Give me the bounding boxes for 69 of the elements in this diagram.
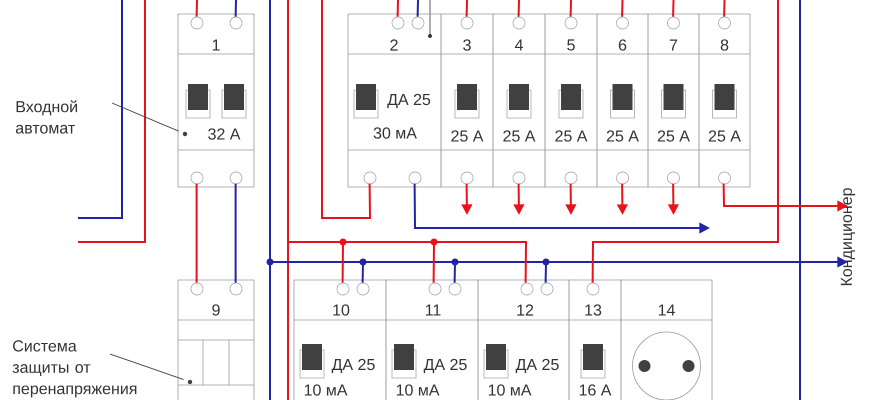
module-label: ДА 25 bbox=[387, 94, 430, 108]
module-label: 8 bbox=[720, 39, 728, 51]
wire bbox=[416, 0, 419, 17]
module-label: 9 bbox=[212, 304, 220, 316]
module-label: 10 мА bbox=[488, 384, 532, 396]
module-label: 11 bbox=[426, 304, 441, 316]
module-label: 6 bbox=[618, 39, 626, 51]
rcbo-module bbox=[478, 280, 570, 400]
module-label: 12 bbox=[517, 304, 534, 316]
breaker-module bbox=[648, 14, 700, 188]
wire bbox=[723, 0, 726, 17]
module-label: 10 мА bbox=[396, 384, 440, 396]
module-label: 25 А bbox=[708, 130, 741, 142]
wire bbox=[570, 0, 572, 17]
breaker-module bbox=[440, 14, 494, 188]
load-label: Кондиционер bbox=[840, 188, 856, 286]
module-label: 1 bbox=[212, 40, 220, 50]
socket-module bbox=[620, 280, 712, 400]
module-label: 14 bbox=[658, 304, 675, 316]
breaker-module bbox=[544, 14, 598, 188]
module-label: 25 А bbox=[451, 130, 484, 142]
wire bbox=[672, 0, 674, 17]
wire bbox=[196, 0, 198, 17]
breaker-module bbox=[698, 14, 750, 188]
rcbo-module bbox=[294, 280, 386, 400]
breaker-module bbox=[596, 14, 648, 188]
module-label: 32 А bbox=[208, 128, 240, 140]
leader-line bbox=[542, 258, 550, 283]
wire bbox=[196, 184, 198, 283]
rcbo-module bbox=[386, 280, 478, 400]
wire bbox=[621, 0, 624, 17]
module-label: 13 bbox=[585, 304, 602, 316]
module-label: 30 мА bbox=[374, 127, 417, 139]
leader-line bbox=[430, 238, 438, 283]
wire bbox=[110, 354, 184, 380]
module-label: 25 А bbox=[555, 130, 588, 142]
wire bbox=[288, 241, 528, 283]
wire bbox=[321, 0, 372, 219]
module-label: 2 bbox=[390, 39, 398, 51]
module-label: 25 А bbox=[606, 130, 639, 142]
module-label: 25 А bbox=[658, 130, 690, 142]
leader-line bbox=[452, 258, 458, 283]
module-label: 25 А bbox=[503, 130, 536, 142]
breaker-module bbox=[492, 14, 546, 188]
module-label: ДА 25 bbox=[332, 358, 375, 374]
callout-text: Система защиты от перенапряжения bbox=[12, 340, 136, 398]
module-label: 10 bbox=[333, 304, 350, 316]
wire bbox=[396, 0, 399, 17]
wire bbox=[466, 0, 468, 17]
wire bbox=[234, 0, 237, 17]
module-label: 10 мА bbox=[304, 384, 348, 396]
wire bbox=[518, 0, 520, 17]
module-label: 16 А bbox=[580, 384, 612, 396]
leader-line bbox=[340, 238, 346, 283]
breaker-module bbox=[178, 14, 254, 188]
leader-line bbox=[360, 258, 366, 283]
module-label: 4 bbox=[514, 40, 523, 50]
module-label: ДА 25 bbox=[516, 358, 559, 374]
wire bbox=[234, 184, 237, 283]
wire bbox=[112, 102, 180, 132]
rcbo-module bbox=[348, 14, 442, 188]
module-label: 5 bbox=[567, 39, 575, 51]
module-label: 3 bbox=[463, 39, 471, 51]
module-label: ДА 25 bbox=[424, 358, 467, 374]
surge-protector-module bbox=[178, 280, 254, 400]
module-label: 7 bbox=[670, 40, 678, 50]
callout-text: Входной автомат bbox=[16, 100, 77, 134]
breaker-module bbox=[568, 280, 622, 400]
wire bbox=[592, 0, 779, 283]
